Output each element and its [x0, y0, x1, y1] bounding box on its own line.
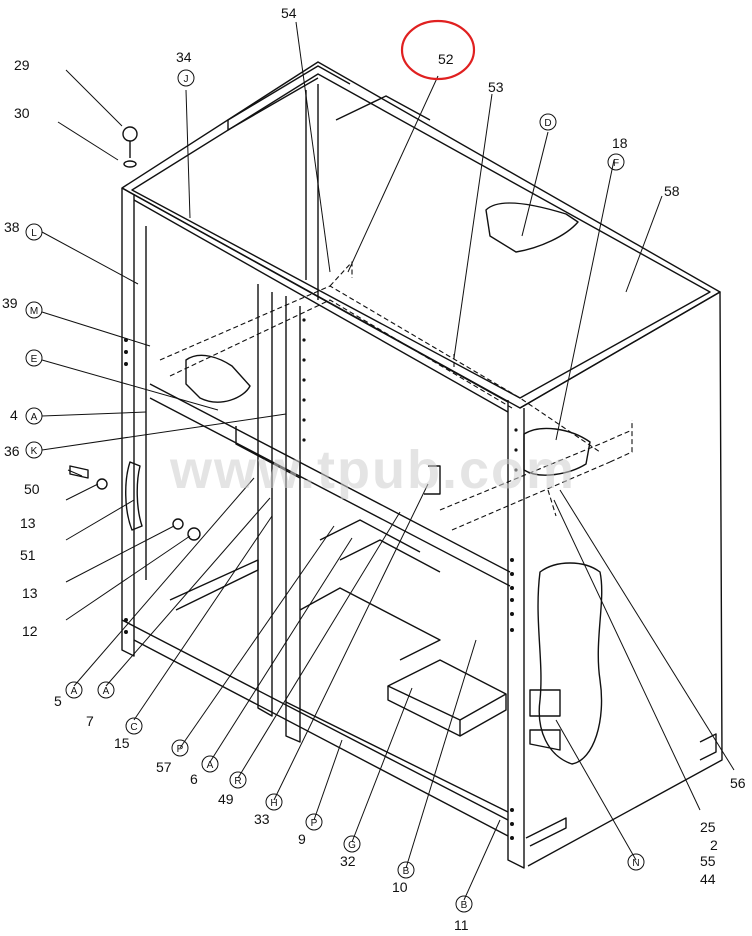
letter-M: M [30, 306, 38, 317]
callout-58: 58 [664, 183, 680, 199]
callout-54: 54 [281, 5, 297, 21]
callout-29: 29 [14, 57, 30, 73]
callout-33: 33 [254, 811, 270, 827]
callout-12: 12 [22, 623, 38, 639]
callout-38: 38 [4, 219, 20, 235]
callout-25: 25 [700, 819, 716, 835]
callout-50: 50 [24, 481, 40, 497]
letter-F: F [613, 158, 619, 169]
callout-56: 56 [730, 775, 746, 791]
highlight-circle [400, 19, 476, 81]
callout-18: 18 [612, 135, 628, 151]
letter-A-7: A [103, 686, 110, 697]
nut-12 [187, 527, 201, 541]
callout-5: 5 [54, 693, 62, 709]
callout-13a: 13 [20, 515, 36, 531]
clip-49 [424, 465, 441, 495]
callout-6: 6 [190, 771, 198, 787]
letter-J: J [184, 74, 189, 85]
callout-13b: 13 [22, 585, 38, 601]
letter-A-6: A [207, 760, 214, 771]
callout-11: 11 [454, 917, 469, 933]
letter-H: H [270, 798, 277, 809]
callout-2: 2 [710, 837, 718, 853]
callout-9: 9 [298, 831, 306, 847]
callout-39: 39 [2, 295, 18, 311]
callout-55: 55 [700, 853, 716, 869]
callout-15: 15 [114, 735, 130, 751]
letter-B-11: B [461, 900, 468, 911]
letter-C: C [130, 722, 137, 733]
letter-B-10: B [403, 866, 410, 877]
washer-13b [172, 518, 184, 530]
bracket-rear [485, 202, 579, 253]
eye-bolt-washer [123, 160, 137, 168]
letter-D: D [544, 118, 551, 129]
center-post [257, 284, 273, 717]
callout-7: 7 [86, 713, 94, 729]
callout-32: 32 [340, 853, 356, 869]
left-front-post [121, 188, 135, 657]
callout-34: 34 [176, 49, 192, 65]
callout-51: 51 [20, 547, 36, 563]
side-handle-assembly [537, 562, 603, 765]
washer-13a [96, 478, 108, 490]
letter-G: G [348, 840, 356, 851]
callout-44: 44 [700, 871, 716, 887]
callout-30: 30 [14, 105, 30, 121]
callout-10: 10 [392, 879, 408, 895]
callout-4: 4 [10, 407, 18, 423]
letter-P-9: P [311, 818, 318, 829]
callout-57: 57 [156, 759, 172, 775]
bracket-left [185, 354, 251, 403]
left-handle [125, 461, 143, 531]
letter-E: E [31, 354, 38, 365]
right-side-panel [519, 291, 723, 867]
right-front-post [507, 400, 525, 869]
eye-bolt [122, 126, 138, 142]
front-top-beam [121, 187, 509, 403]
callout-36: 36 [4, 443, 20, 459]
letter-A-4: A [31, 412, 38, 423]
letter-R: R [234, 776, 241, 787]
bottom-front-beam [121, 619, 509, 821]
middle-shelf-beam [149, 383, 511, 573]
dashed-upper-rail [159, 285, 601, 453]
letter-A-5: A [71, 686, 78, 697]
watermark-text: www.tpub.com [169, 440, 576, 500]
letter-P-57: P [177, 744, 184, 755]
callout-53: 53 [488, 79, 504, 95]
letter-K: K [31, 446, 38, 457]
bracket-right [523, 427, 591, 476]
callout-52: 52 [438, 51, 454, 67]
letter-N: N [632, 858, 639, 869]
drawer [387, 659, 507, 721]
letter-L: L [31, 228, 37, 239]
callout-49: 49 [218, 791, 234, 807]
